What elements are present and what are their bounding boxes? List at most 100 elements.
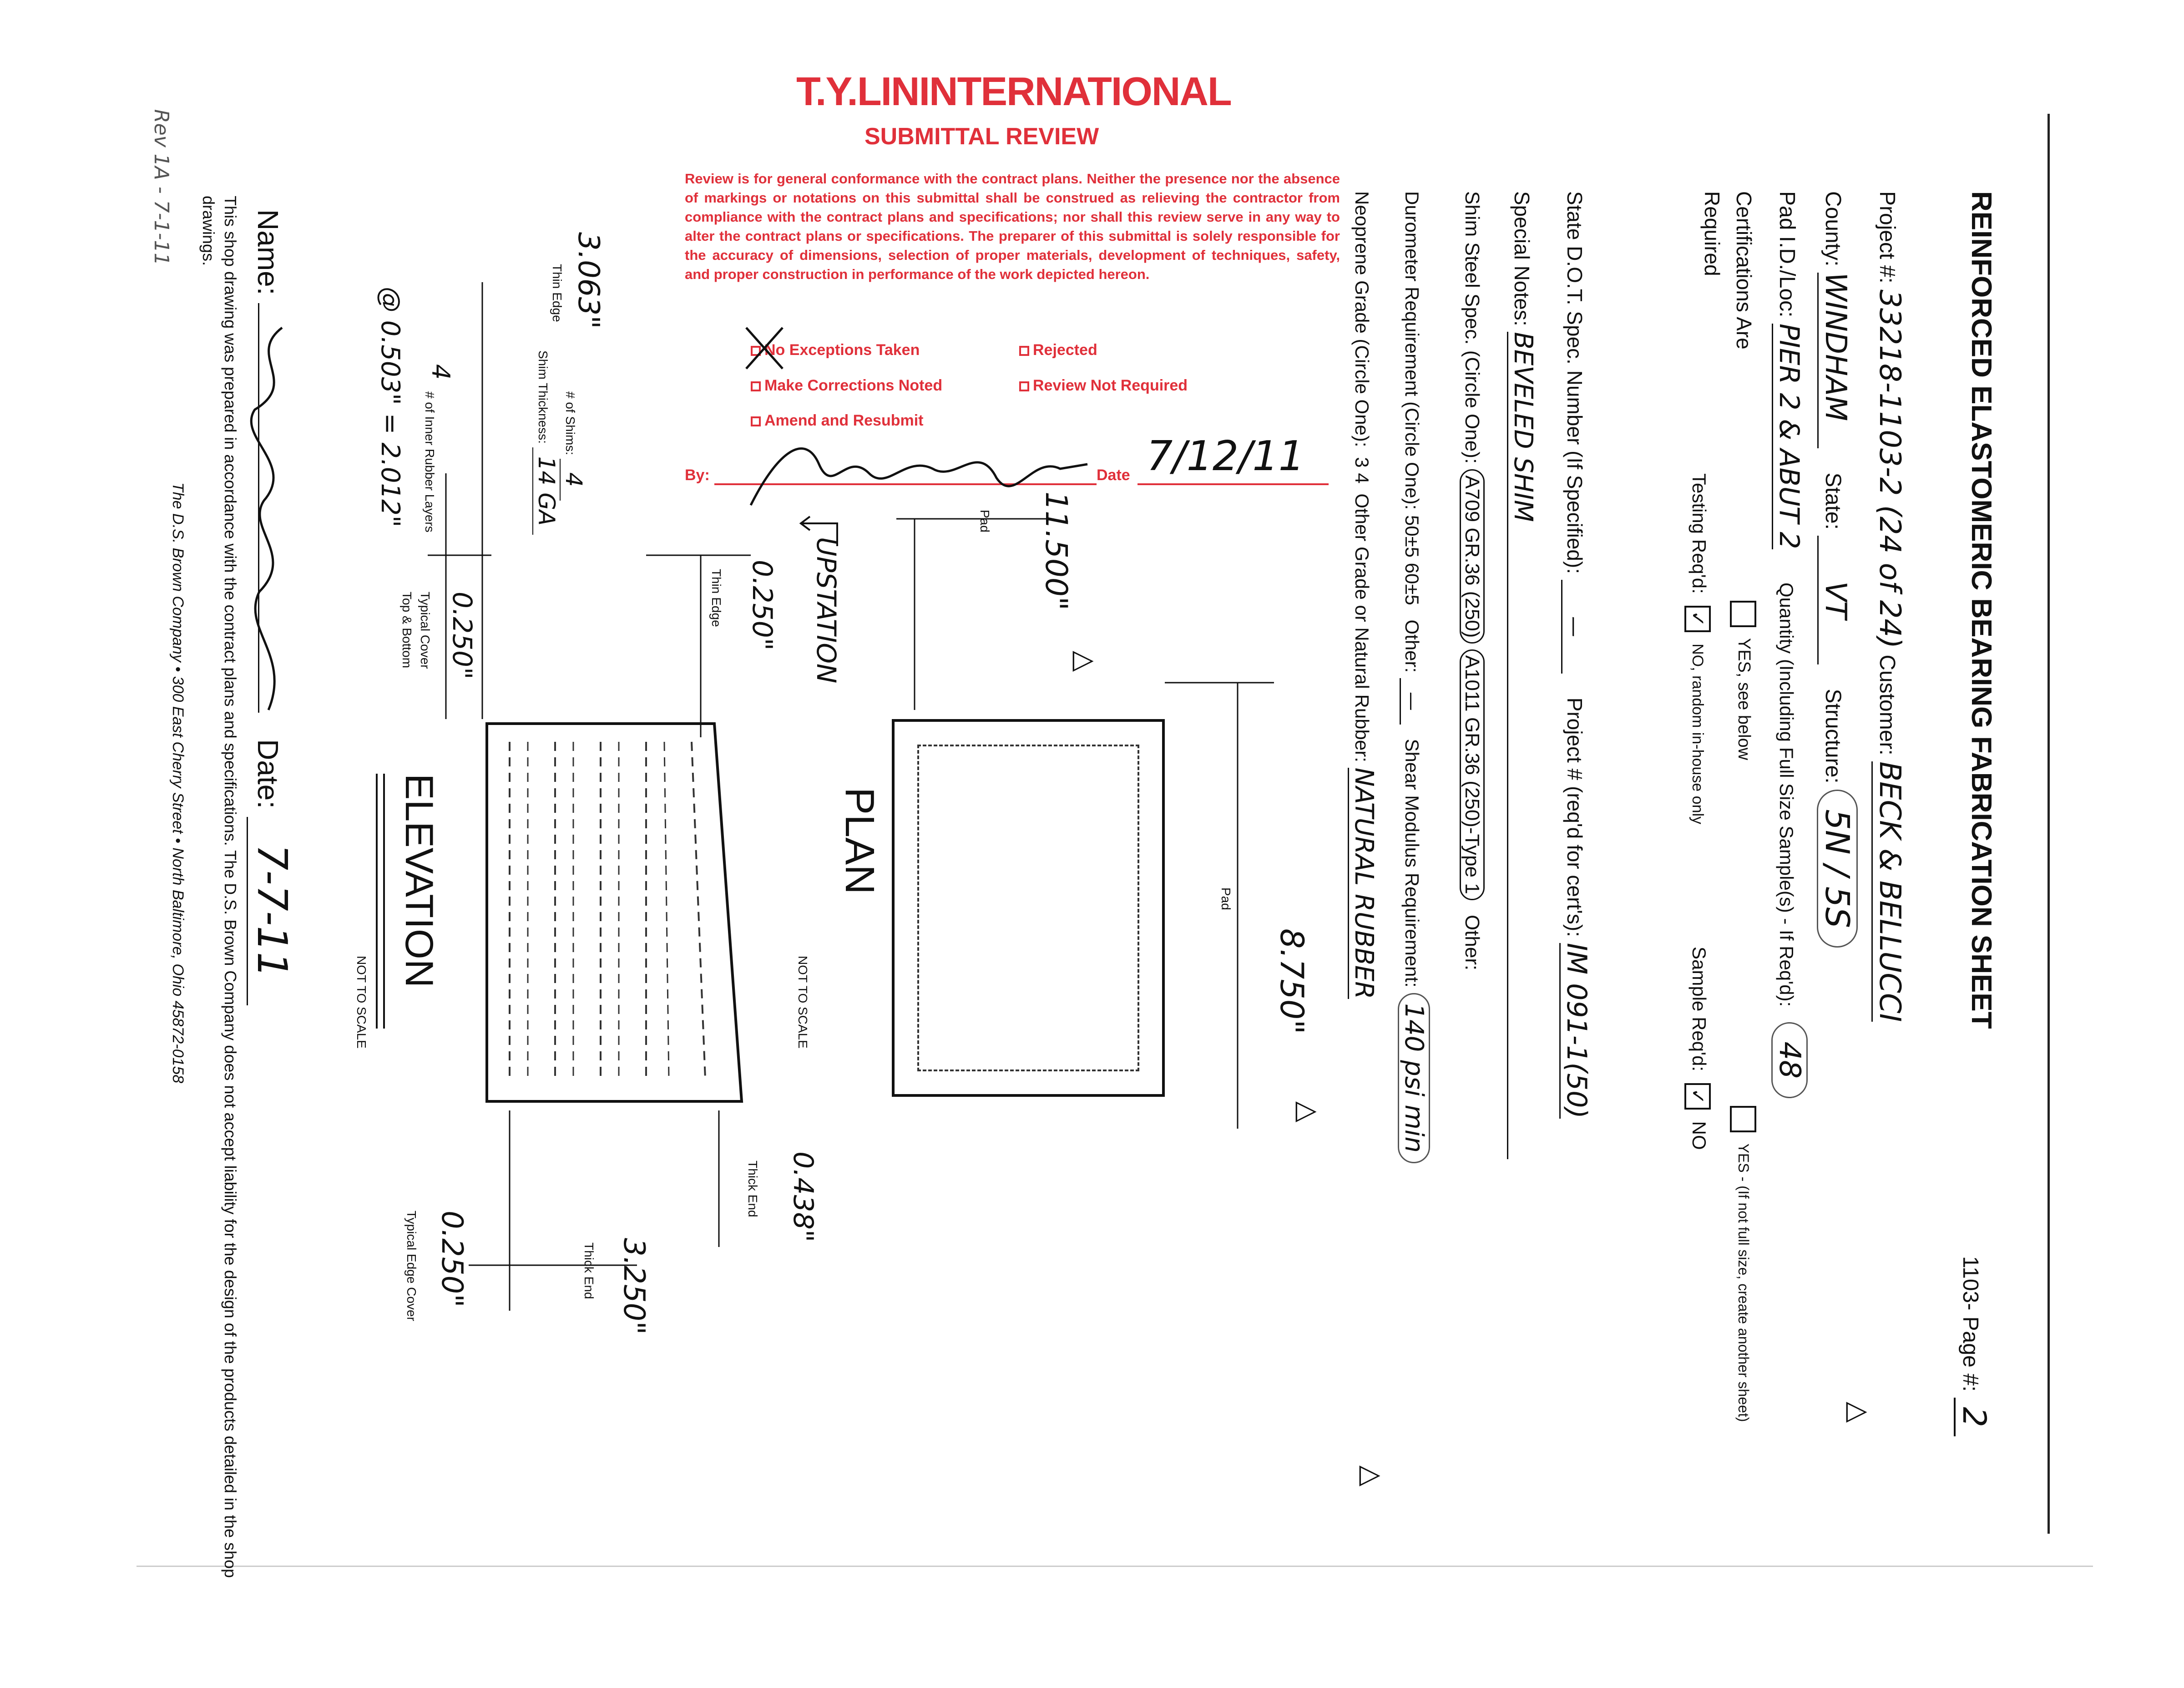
state-label: State:: [1821, 472, 1845, 530]
plan-width-label: Pad: [978, 510, 992, 532]
elevation-cover-dim: 0.250": [447, 592, 478, 679]
shim-thickness-label: Shim Thickness:: [536, 350, 550, 444]
quantity-value: 48: [1771, 1022, 1808, 1099]
footer-date-value: 7-7-11: [247, 816, 296, 1005]
county-label: County:: [1821, 191, 1845, 267]
elevation-double-rule-top: [376, 774, 385, 1029]
elevation-thick-end-top-dim: 0.438": [787, 1151, 819, 1242]
special-row: Special Notes: BEVELED SHIM: [1507, 191, 1538, 1159]
neoprene-row: Neoprene Grade (Circle One): 3 4 Other G…: [1348, 191, 1379, 999]
reviewer-signature: [749, 447, 1088, 506]
sample-label: Sample Req'd:: [1688, 947, 1710, 1072]
neoprene-label: Neoprene Grade (Circle One):: [1351, 191, 1373, 447]
stamp-heading: SUBMITTAL REVIEW: [864, 123, 1099, 150]
revision-triangle-icon: △: [1844, 1402, 1874, 1423]
elevation-edge-cover-label: Typical Edge Cover: [404, 1211, 419, 1321]
testing-no-label: NO, random in-house only: [1689, 644, 1706, 825]
elevation-total-thin-label: Thin Edge: [550, 264, 564, 322]
durometer-label: Durometer Requirement (Circle One):: [1401, 191, 1423, 510]
stamp-text: Review is for general conformance with t…: [685, 171, 1340, 282]
shim-row: Shim Steel Spec. (Circle One): A709 GR.3…: [1460, 191, 1485, 971]
upstation-arrow-icon: [799, 516, 838, 546]
elevation-shim-thickness-row: Shim Thickness: 14 GA: [532, 350, 560, 535]
shim-opt1[interactable]: A709 GR.36 (250): [1460, 469, 1485, 644]
elevation-bearing-outline: [485, 722, 743, 1103]
project-row: Project #: 33218-1103-2 (24 of 24) Custo…: [1871, 191, 1906, 1022]
testing-yes-checkbox[interactable]: [1730, 601, 1756, 627]
page-prefix: 1103- Page #:: [1958, 1256, 1982, 1392]
make-corrections-checkbox[interactable]: [751, 381, 761, 392]
durometer-options[interactable]: 50±5 60±5: [1401, 515, 1423, 605]
sample-no-checkbox[interactable]: ✓: [1684, 1083, 1711, 1110]
no-exceptions-label: No Exceptions Taken: [764, 341, 920, 359]
elevation-thick-end-top-label: Thick End: [746, 1161, 760, 1217]
quantity-label: Quantity (Including Full Size Sample(s) …: [1776, 582, 1797, 1007]
plan-pad-inner-dashed: [917, 745, 1139, 1071]
natural-value: NATURAL RUBBER: [1348, 767, 1379, 999]
elevation-total-thick-dim: 3.250": [617, 1238, 651, 1335]
special-label: Special Notes:: [1510, 191, 1534, 326]
no-exceptions-check-mark: [745, 327, 784, 370]
elevation-cover-label-1: Typical Cover: [418, 592, 432, 669]
elevation-total-thick-label: Thick End: [582, 1242, 596, 1299]
plan-width-dimension: 11.500": [1039, 492, 1074, 611]
review-not-required-label: Review Not Required: [1033, 377, 1188, 394]
page-label: 1103- Page #: 2: [1954, 1256, 1993, 1436]
stamp-option-make-corrections[interactable]: Make Corrections Noted: [751, 377, 942, 395]
county-value: WINDHAM: [1817, 272, 1852, 449]
pad-label: Pad I.D./Loc:: [1775, 191, 1799, 318]
structure-label: Structure:: [1821, 689, 1845, 784]
revision-triangle-icon: △: [1357, 1465, 1387, 1487]
project-value: 33218-1103-2 (24 of 24): [1873, 289, 1906, 649]
plan-pad-outline: [892, 719, 1165, 1097]
cert-label-1: Certifications Are: [1732, 191, 1756, 350]
stamp-option-amend[interactable]: Amend and Resubmit: [751, 412, 923, 430]
elevation-layers-calc: @ 0.503" = 2.012": [375, 287, 405, 527]
elevation-thin-edge-dim: 0.250": [746, 560, 778, 651]
shims-label: # of Shims:: [563, 391, 577, 456]
sheet-title: REINFORCED ELASTOMERIC BEARING FABRICATI…: [1966, 191, 1997, 1029]
rejected-checkbox[interactable]: [1019, 346, 1029, 356]
testing-label: Testing Req'd:: [1688, 473, 1710, 594]
amend-checkbox[interactable]: [751, 416, 761, 427]
footer-date-label: Date:: [252, 739, 284, 809]
elevation-total-thin-dim: 3.063": [571, 232, 605, 329]
sample-no-label: NO: [1688, 1121, 1710, 1150]
plan-length-label: Pad: [1219, 887, 1233, 910]
plan-title: PLAN: [837, 787, 882, 895]
stamp-option-rejected[interactable]: Rejected: [1019, 341, 1097, 359]
no-exceptions-checkbox[interactable]: [751, 346, 761, 356]
sample-yes-label: YES - (If not full size, create another …: [1735, 1143, 1752, 1422]
elevation-cover-label-2: Top & Bottom: [400, 592, 414, 669]
shear-label: Shear Modulus Requirement:: [1401, 739, 1423, 988]
review-not-required-checkbox[interactable]: [1019, 381, 1029, 392]
shim-thickness-value: 14 GA: [532, 447, 560, 535]
stamp-date-line: [1138, 483, 1329, 485]
stamp-option-no-exceptions[interactable]: No Exceptions Taken: [751, 341, 920, 359]
plan-dimension-lines: [896, 518, 1274, 1129]
testing-no-checkbox[interactable]: ✓: [1684, 605, 1711, 632]
make-corrections-label: Make Corrections Noted: [764, 377, 943, 394]
dot-value: —: [1561, 579, 1587, 674]
elevation-dimension-lines: [428, 282, 751, 1311]
stamp-option-review-not-required[interactable]: Review Not Required: [1019, 377, 1188, 395]
structure-value: 5N / 5S: [1817, 789, 1858, 948]
footer-disclaimer: This shop drawing was prepared in accord…: [199, 196, 240, 1578]
pad-value: PIER 2 & ABUT 2: [1772, 323, 1805, 549]
sample-row: Sample Req'd: ✓ NO: [1684, 947, 1711, 1150]
testing-row: Testing Req'd: ✓ NO, random in-house onl…: [1684, 473, 1711, 824]
special-value: BEVELED SHIM: [1507, 332, 1538, 1159]
shim-other: Other:: [1461, 914, 1483, 971]
durometer-row: Durometer Requirement (Circle One): 50±5…: [1398, 191, 1430, 1163]
sample-yes-checkbox[interactable]: [1730, 1106, 1756, 1132]
shim-label: Shim Steel Spec. (Circle One):: [1461, 191, 1483, 464]
neoprene-options[interactable]: 3 4: [1351, 457, 1373, 484]
shims-value: 4: [560, 458, 587, 501]
shim-opt2[interactable]: A1011 GR.36 (250)-Type 1: [1460, 649, 1485, 900]
customer-value: BECK & BELLUCCI: [1871, 761, 1906, 1022]
dot-row: State D.O.T. Spec. Number (If Specified)…: [1559, 191, 1592, 1119]
name-label: Name:: [252, 209, 284, 295]
elevation-layers-label: # of Inner Rubber Layers: [423, 391, 437, 532]
elevation-edge-cover-dim: 0.250": [435, 1211, 469, 1308]
